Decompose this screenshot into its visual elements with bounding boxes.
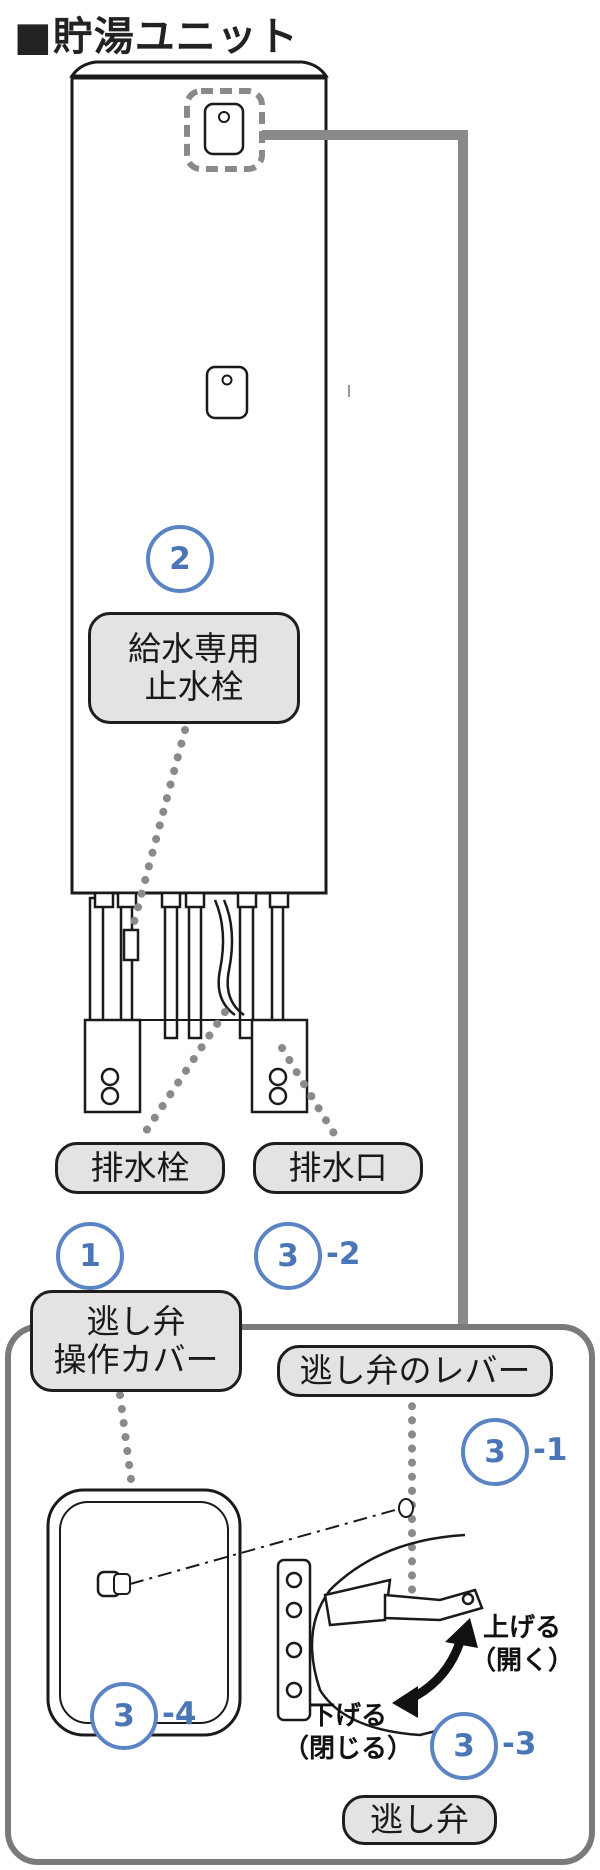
middle-panel-knob (221, 374, 233, 386)
storage-tank (69, 60, 329, 895)
top-panel-knob (218, 111, 230, 123)
inset-frame (5, 1324, 595, 1865)
top-panel (203, 102, 245, 156)
step-3-1-badge: 3 (461, 1418, 529, 1486)
step-3-3-badge: 3 (430, 1712, 498, 1780)
relief-lever-label: 逃し弁のレバー (277, 1345, 553, 1397)
piping (80, 891, 318, 1114)
relief-valve (276, 1533, 484, 1737)
page-title: ■貯湯ユニット (14, 14, 299, 60)
step-3-1-suffix: -1 (533, 1432, 568, 1468)
lower-close-text: 下げる （閉じる） (283, 1701, 414, 1764)
lever-direction-arrow (392, 1618, 478, 1718)
relief-cover-label: 逃し弁 操作カバー (30, 1290, 242, 1392)
raise-open-text: 上げる （開く） (470, 1613, 575, 1676)
relief-valve-label: 逃し弁 (342, 1795, 497, 1845)
step-3-4-suffix: -4 (162, 1696, 197, 1732)
drain-outlet-label: 排水口 (253, 1142, 423, 1194)
step-2-badge: 2 (146, 525, 214, 593)
step-1-badge: 1 (56, 1222, 124, 1290)
relief-valve-cover (46, 1488, 242, 1737)
supply-valve-label: 給水専用 止水栓 (88, 612, 300, 724)
step-3-2-suffix: -2 (326, 1236, 361, 1272)
drain-plug-label: 排水栓 (55, 1142, 225, 1194)
step-3-2-badge: 3 (254, 1222, 322, 1290)
step-3-3-suffix: -3 (502, 1726, 537, 1762)
middle-panel (205, 365, 249, 420)
step-3-4-badge: 3 (90, 1682, 158, 1750)
top-panel-highlight (184, 88, 265, 172)
callout-line (262, 130, 468, 1327)
